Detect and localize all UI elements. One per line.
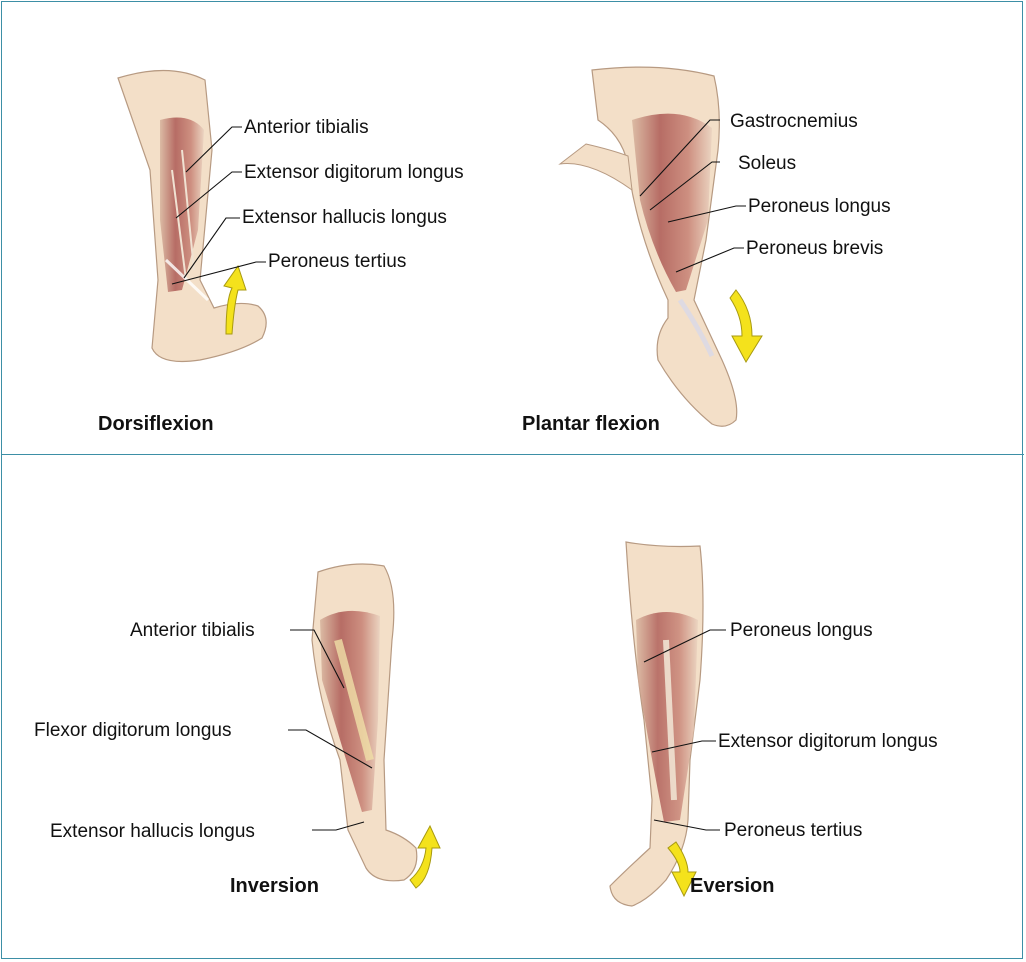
label-extensor-hallucis-longus: Extensor hallucis longus (242, 208, 447, 227)
label-peroneus-tertius: Peroneus tertius (268, 252, 406, 271)
plantar-flexion-arrow-icon (730, 290, 762, 362)
label-extensor-digitorum-longus: Extensor digitorum longus (718, 732, 938, 751)
caption-dorsiflexion: Dorsiflexion (98, 414, 214, 434)
caption-eversion: Eversion (690, 876, 774, 896)
label-peroneus-longus: Peroneus longus (748, 197, 891, 216)
label-extensor-digitorum-longus: Extensor digitorum longus (244, 163, 464, 182)
label-peroneus-brevis: Peroneus brevis (746, 239, 883, 258)
label-extensor-hallucis-longus: Extensor hallucis longus (50, 822, 255, 841)
eversion-leg-illustration (610, 542, 703, 906)
label-anterior-tibialis: Anterior tibialis (244, 118, 369, 137)
caption-plantar-flexion: Plantar flexion (522, 414, 660, 434)
label-anterior-tibialis: Anterior tibialis (130, 621, 255, 640)
label-peroneus-tertius: Peroneus tertius (724, 821, 862, 840)
label-flexor-digitorum-longus: Flexor digitorum longus (34, 721, 231, 740)
plantar-flexion-leg-illustration (560, 67, 737, 426)
label-gastrocnemius: Gastrocnemius (730, 112, 858, 131)
inversion-leg-illustration (312, 564, 417, 881)
caption-inversion: Inversion (230, 876, 319, 896)
label-soleus: Soleus (738, 154, 796, 173)
label-peroneus-longus: Peroneus longus (730, 621, 873, 640)
